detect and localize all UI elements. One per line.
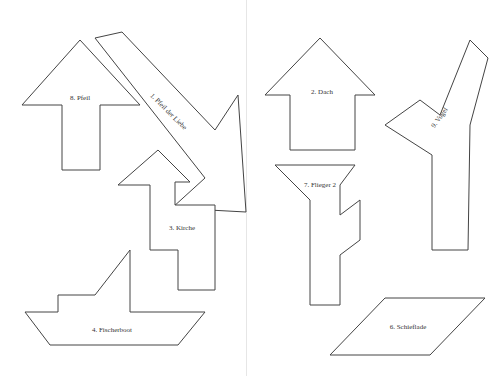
tangram-figure: 2. Dach xyxy=(265,38,375,150)
figure-label: 4. Fischerboot xyxy=(92,327,132,334)
figure-label: 7. Flieger 2 xyxy=(304,182,336,189)
figure-label: 2. Dach xyxy=(311,89,333,96)
figure-outline xyxy=(385,40,488,250)
figure-label: 3. Kirche xyxy=(169,225,195,232)
tangram-figure: 3. Kirche xyxy=(118,150,215,290)
tangram-figure: 9. Vogel xyxy=(385,40,488,250)
figure-label: 8. Pfeil xyxy=(70,95,90,102)
tangram-figure: 6. Schieflade xyxy=(330,298,485,355)
tangram-figure: 4. Fischerboot xyxy=(25,250,205,345)
figure-outline xyxy=(118,150,215,290)
page-fold xyxy=(246,0,247,376)
figure-label: 6. Schieflade xyxy=(390,324,427,331)
tangram-figure: 7. Flieger 2 xyxy=(275,165,360,305)
